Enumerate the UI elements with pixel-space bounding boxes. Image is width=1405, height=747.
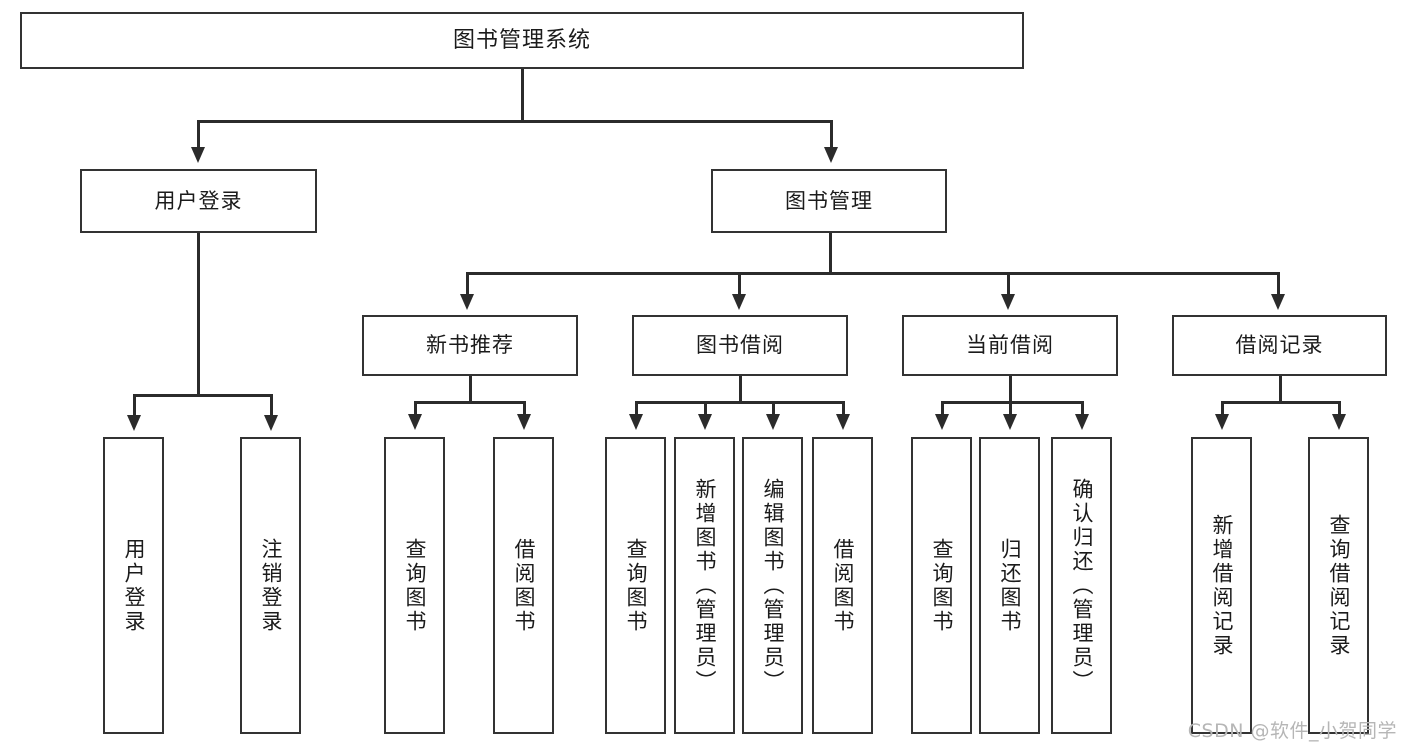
arrow-to-current-borrow <box>1001 294 1015 310</box>
arrow-new-book-rec-leaf2 <box>517 414 531 430</box>
node-borrow-record[interactable]: 借阅记录 <box>1172 315 1387 376</box>
node-user-login[interactable]: 用户登录 <box>80 169 317 233</box>
connector-user-login-bus <box>133 394 272 397</box>
node-leaf-return-book-label: 归还图书 <box>998 537 1022 634</box>
connector-book-borrow-leaf3-drop <box>772 401 775 415</box>
node-leaf-user-login[interactable]: 用户登录 <box>103 437 164 734</box>
arrow-book-borrow-leaf3 <box>766 414 780 430</box>
node-leaf-user-login-label: 用户登录 <box>122 537 146 634</box>
connector-current-borrow-leaf1-drop <box>941 401 944 415</box>
connector-to-new-book-rec-drop <box>466 272 469 295</box>
connector-root-to-book-manage-drop <box>830 120 833 148</box>
connector-to-current-borrow-drop <box>1007 272 1010 295</box>
connector-book-borrow-bus <box>635 401 844 404</box>
watermark: CSDN @软件_小贺同学 <box>1187 720 1397 742</box>
node-leaf-query-book-borrow-label: 查询图书 <box>624 537 648 634</box>
node-new-book-recommend[interactable]: 新书推荐 <box>362 315 578 376</box>
node-leaf-edit-book-admin[interactable]: 编辑图书（管理员） <box>742 437 803 734</box>
connector-user-login-leaf1-drop <box>133 394 136 416</box>
connector-current-borrow-stem <box>1009 376 1012 402</box>
connector-borrow-record-stem <box>1279 376 1282 402</box>
arrow-root-to-user-login <box>191 147 205 163</box>
node-leaf-edit-book-admin-label: 编辑图书（管理员） <box>761 477 785 694</box>
connector-new-book-rec-leaf1-drop <box>414 401 417 415</box>
arrow-to-borrow-record <box>1271 294 1285 310</box>
node-leaf-query-book-current[interactable]: 查询图书 <box>911 437 972 734</box>
node-root-book-management-system[interactable]: 图书管理系统 <box>20 12 1024 69</box>
node-leaf-query-borrow-record-label: 查询借阅记录 <box>1327 513 1351 658</box>
arrow-to-new-book-rec <box>460 294 474 310</box>
node-leaf-query-book-borrow[interactable]: 查询图书 <box>605 437 666 734</box>
connector-borrow-record-leaf2-drop <box>1338 401 1341 415</box>
connector-to-book-borrow-drop <box>738 272 741 295</box>
connector-root-bus <box>198 120 833 123</box>
connector-book-manage-stem <box>829 233 832 273</box>
connector-user-login-leaf2-drop <box>270 394 273 416</box>
connector-to-borrow-record-drop <box>1277 272 1280 295</box>
node-leaf-borrow-book-rec[interactable]: 借阅图书 <box>493 437 554 734</box>
arrow-book-borrow-leaf2 <box>698 414 712 430</box>
arrow-user-login-leaf2 <box>264 415 278 431</box>
node-book-borrow[interactable]: 图书借阅 <box>632 315 848 376</box>
connector-root-stem <box>521 69 524 121</box>
connector-book-borrow-stem <box>739 376 742 402</box>
node-leaf-borrow-book-rec-label: 借阅图书 <box>512 537 536 634</box>
node-leaf-add-borrow-record-label: 新增借阅记录 <box>1210 513 1234 658</box>
connector-book-borrow-leaf4-drop <box>842 401 845 415</box>
node-leaf-confirm-return-admin[interactable]: 确认归还（管理员） <box>1051 437 1112 734</box>
arrow-borrow-record-leaf2 <box>1332 414 1346 430</box>
connector-borrow-record-leaf1-drop <box>1221 401 1224 415</box>
arrow-new-book-rec-leaf1 <box>408 414 422 430</box>
node-leaf-query-book-rec-label: 查询图书 <box>403 537 427 634</box>
node-leaf-query-book-current-label: 查询图书 <box>930 537 954 634</box>
connector-current-borrow-bus <box>941 401 1083 404</box>
connector-new-book-rec-leaf2-drop <box>523 401 526 415</box>
connector-new-book-rec-bus <box>414 401 525 404</box>
arrow-book-borrow-leaf4 <box>836 414 850 430</box>
node-leaf-return-book[interactable]: 归还图书 <box>979 437 1040 734</box>
node-leaf-borrow-book-label: 借阅图书 <box>831 537 855 634</box>
node-leaf-query-book-rec[interactable]: 查询图书 <box>384 437 445 734</box>
node-current-borrow[interactable]: 当前借阅 <box>902 315 1118 376</box>
arrow-current-borrow-leaf1 <box>935 414 949 430</box>
connector-book-borrow-leaf1-drop <box>635 401 638 415</box>
connector-new-book-rec-stem <box>469 376 472 402</box>
connector-level3-bus <box>466 272 1278 275</box>
connector-user-login-stem <box>197 233 200 395</box>
arrow-current-borrow-leaf2 <box>1003 414 1017 430</box>
node-book-management[interactable]: 图书管理 <box>711 169 947 233</box>
node-leaf-query-borrow-record[interactable]: 查询借阅记录 <box>1308 437 1369 734</box>
node-leaf-add-book-admin[interactable]: 新增图书（管理员） <box>674 437 735 734</box>
node-leaf-add-borrow-record[interactable]: 新增借阅记录 <box>1191 437 1252 734</box>
node-leaf-logout-label: 注销登录 <box>259 537 283 634</box>
arrow-to-book-borrow <box>732 294 746 310</box>
node-leaf-borrow-book[interactable]: 借阅图书 <box>812 437 873 734</box>
connector-current-borrow-leaf3-drop <box>1081 401 1084 415</box>
arrow-book-borrow-leaf1 <box>629 414 643 430</box>
arrow-borrow-record-leaf1 <box>1215 414 1229 430</box>
arrow-current-borrow-leaf3 <box>1075 414 1089 430</box>
arrow-root-to-book-manage <box>824 147 838 163</box>
connector-book-borrow-leaf2-drop <box>704 401 707 415</box>
connector-borrow-record-bus <box>1221 401 1340 404</box>
node-leaf-add-book-admin-label: 新增图书（管理员） <box>693 477 717 694</box>
arrow-user-login-leaf1 <box>127 415 141 431</box>
connector-root-to-user-login-drop <box>197 120 200 148</box>
node-leaf-confirm-return-admin-label: 确认归还（管理员） <box>1070 477 1094 694</box>
connector-current-borrow-leaf2-drop <box>1009 401 1012 415</box>
node-leaf-logout[interactable]: 注销登录 <box>240 437 301 734</box>
